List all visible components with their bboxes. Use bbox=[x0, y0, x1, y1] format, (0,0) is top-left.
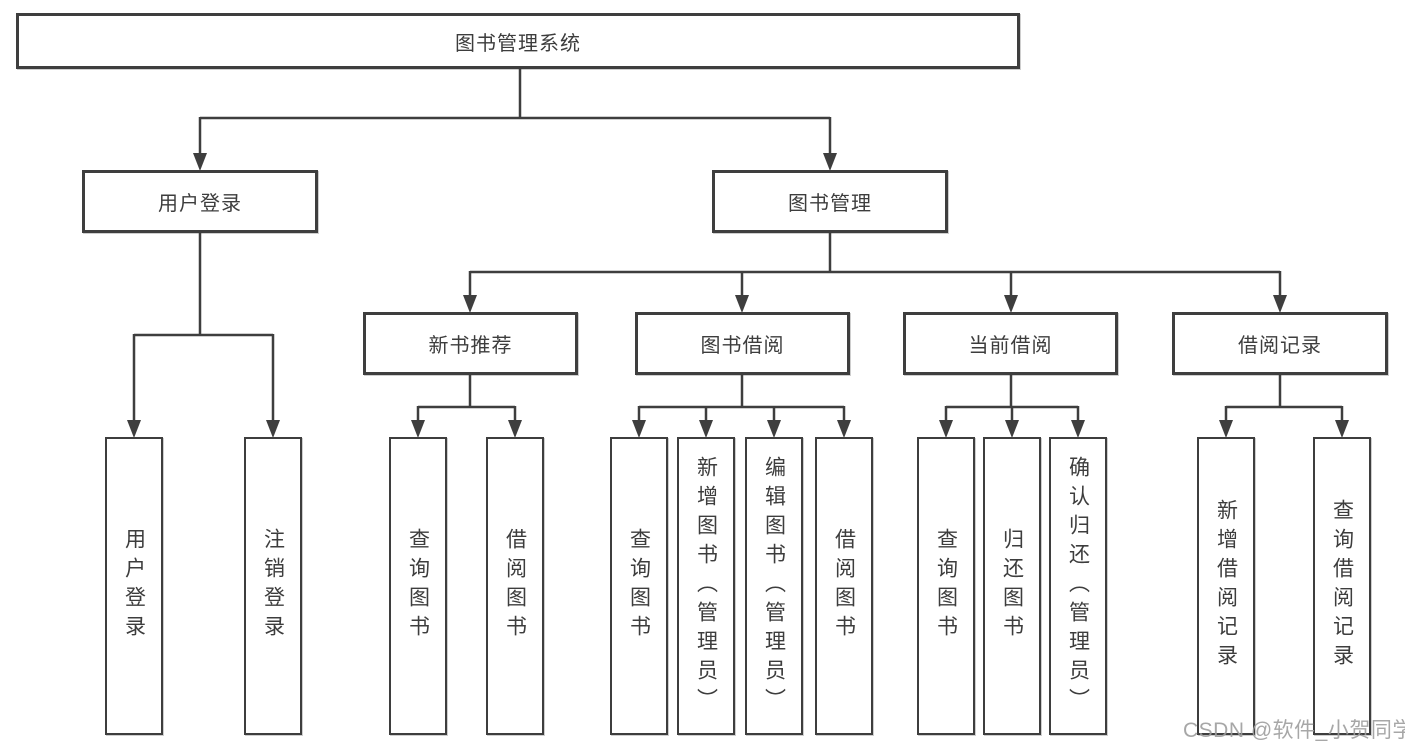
arrowhead bbox=[266, 420, 280, 438]
leaf-bookborrow-add-books-admin: 新增图书（管理员） bbox=[677, 437, 735, 735]
connector-current-borrow-branch bbox=[939, 375, 1085, 438]
node-library-management-system: 图书管理系统 bbox=[16, 13, 1020, 69]
leaf-current-query-books: 查询图书 bbox=[917, 437, 975, 735]
leaf-bookborrow-edit-books-admin: 编辑图书（管理员） bbox=[745, 437, 803, 735]
leaf-records-query-borrow-record: 查询借阅记录 bbox=[1313, 437, 1371, 735]
leaf-newbook-query-books: 查询图书 bbox=[389, 437, 447, 735]
leaf-logout: 注销登录 bbox=[244, 437, 302, 735]
leaf-user-login: 用户登录 bbox=[105, 437, 163, 735]
arrowhead bbox=[823, 153, 837, 171]
arrowhead bbox=[767, 420, 781, 438]
connector-root-to-level2 bbox=[193, 69, 837, 171]
arrowhead bbox=[1071, 420, 1085, 438]
leaf-newbook-borrow-books: 借阅图书 bbox=[486, 437, 544, 735]
arrowhead bbox=[735, 295, 749, 313]
arrowhead bbox=[1004, 295, 1018, 313]
connector-new-book-branch bbox=[411, 375, 522, 438]
node-new-book-recommend: 新书推荐 bbox=[363, 312, 578, 375]
arrowhead bbox=[193, 153, 207, 171]
arrowhead bbox=[632, 420, 646, 438]
arrowhead bbox=[463, 295, 477, 313]
leaf-current-confirm-return-admin: 确认归还（管理员） bbox=[1049, 437, 1107, 735]
connector-book-borrow-branch bbox=[632, 375, 851, 438]
arrowhead bbox=[699, 420, 713, 438]
arrowhead bbox=[1273, 295, 1287, 313]
arrowhead bbox=[1219, 420, 1233, 438]
csdn-watermark: CSDN @软件_小贺同学 bbox=[1183, 719, 1405, 742]
arrowhead bbox=[508, 420, 522, 438]
arrowhead bbox=[1335, 420, 1349, 438]
node-borrow-records: 借阅记录 bbox=[1172, 312, 1388, 375]
arrowhead bbox=[1005, 420, 1019, 438]
connector-borrow-records-branch bbox=[1219, 375, 1349, 438]
node-book-borrow: 图书借阅 bbox=[635, 312, 850, 375]
connector-user-login-branch bbox=[127, 233, 280, 438]
node-user-login: 用户登录 bbox=[82, 170, 318, 233]
arrowhead bbox=[837, 420, 851, 438]
leaf-bookborrow-query-books: 查询图书 bbox=[610, 437, 668, 735]
leaf-bookborrow-borrow-books: 借阅图书 bbox=[815, 437, 873, 735]
leaf-current-return-books: 归还图书 bbox=[983, 437, 1041, 735]
node-book-management: 图书管理 bbox=[712, 170, 948, 233]
arrowhead bbox=[127, 420, 141, 438]
arrowhead bbox=[411, 420, 425, 438]
node-current-borrow: 当前借阅 bbox=[903, 312, 1118, 375]
connector-book-management-to-level3 bbox=[463, 233, 1287, 313]
leaf-records-add-borrow-record: 新增借阅记录 bbox=[1197, 437, 1255, 735]
arrowhead bbox=[939, 420, 953, 438]
